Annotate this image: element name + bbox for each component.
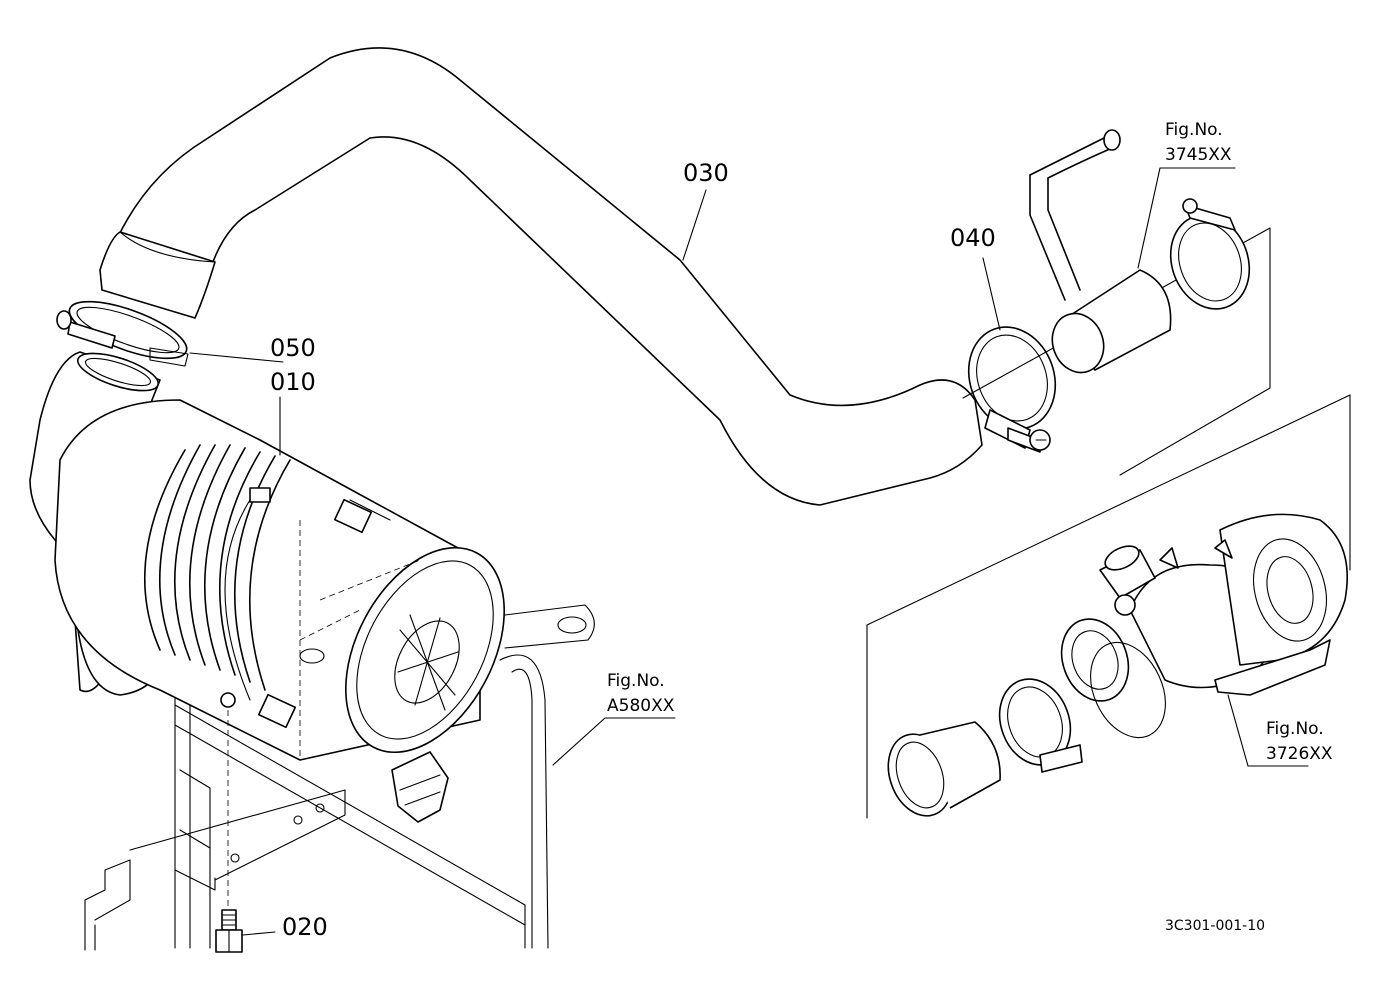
drawing-code: 3C301-001-10 (1165, 918, 1265, 934)
part-label-040: 040 (950, 224, 996, 252)
clamp-050 (56, 300, 189, 367)
fig-ref-3726xx-line1: Fig.No. (1266, 719, 1324, 739)
part-label-010: 010 (270, 368, 316, 396)
fig-ref-3745xx-line1: Fig.No. (1165, 120, 1223, 140)
fig-ref-3726xx-line2: 3726XX (1266, 744, 1333, 764)
part-label-050: 050 (270, 334, 316, 362)
clamp-040 (967, 326, 1057, 453)
hose-pipe (99, 47, 983, 506)
mounting-frame (84, 604, 595, 951)
part-label-020: 020 (282, 913, 328, 941)
fig-ref-a580xx-line2: A580XX (607, 696, 675, 716)
leader-lines (189, 167, 1309, 936)
part-label-030: 030 (683, 159, 729, 187)
bolt-020 (215, 692, 243, 953)
air-cleaner (29, 351, 505, 823)
breather-assembly (962, 129, 1271, 476)
fig-ref-3745xx-line2: 3745XX (1165, 145, 1232, 165)
fig-ref-a580xx-line1: Fig.No. (607, 671, 665, 691)
turbo-assembly (866, 394, 1351, 819)
